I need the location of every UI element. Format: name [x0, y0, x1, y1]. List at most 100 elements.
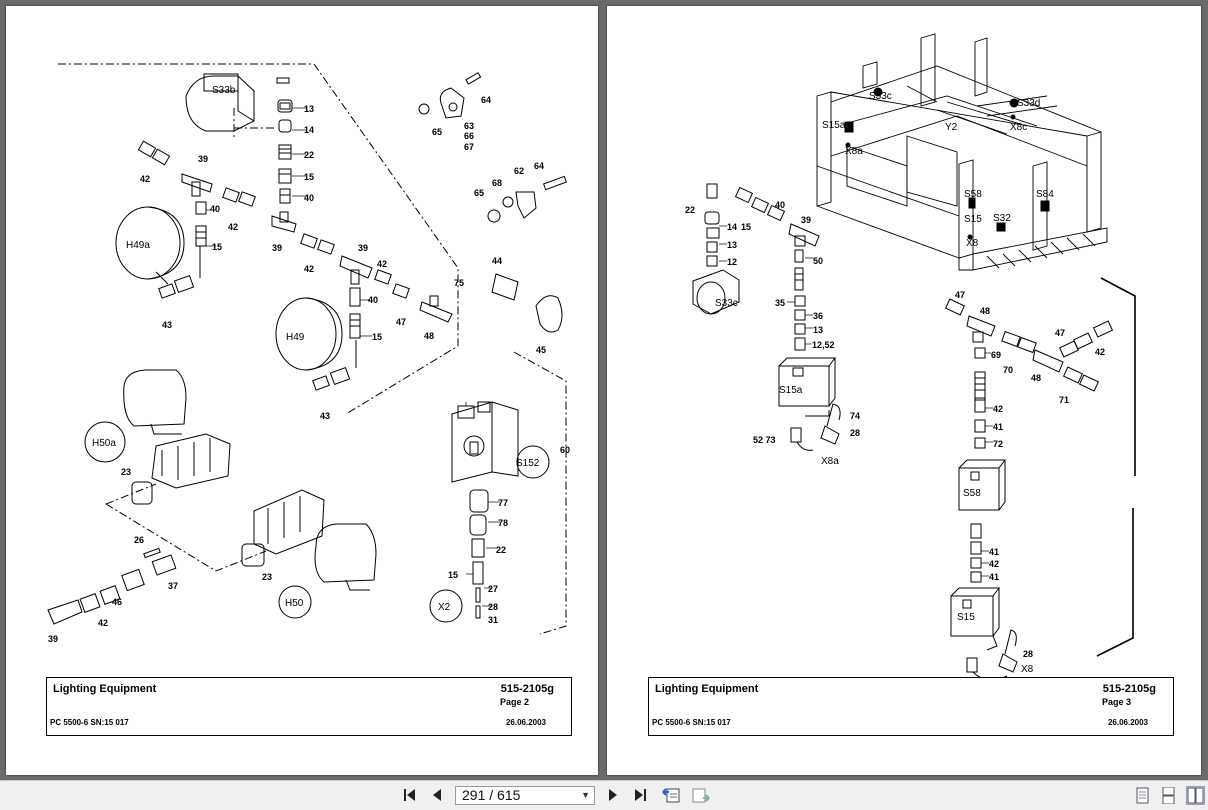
label-x8a: X8a: [821, 456, 839, 467]
label-27: 27: [488, 584, 498, 594]
label-28: 28: [1023, 649, 1033, 659]
label-40: 40: [210, 204, 220, 214]
single-page-view-icon[interactable]: [1134, 787, 1151, 804]
label-22: 22: [685, 205, 695, 215]
label-48: 48: [980, 306, 990, 316]
label-23: 23: [121, 467, 131, 477]
document-viewport[interactable]: S33b 13 14 22 15 40 64 65 63 66 67 42 39…: [0, 0, 1208, 780]
label-28: 28: [488, 602, 498, 612]
label-47: 47: [955, 290, 965, 300]
label-42: 42: [377, 259, 387, 269]
label-23: 23: [262, 572, 272, 582]
label-74: 74: [850, 411, 860, 421]
label-15: 15: [212, 242, 222, 252]
label-22: 22: [304, 150, 314, 160]
label-x8: X8: [1021, 664, 1034, 675]
label-48: 48: [424, 331, 434, 341]
label-42: 42: [304, 264, 314, 274]
drawing-code: 515-2105g: [1102, 683, 1156, 695]
label-64: 64: [481, 95, 491, 105]
label-50: 50: [813, 256, 823, 266]
label-39: 39: [198, 154, 208, 164]
label-47: 47: [1055, 328, 1065, 338]
label-65: 65: [432, 127, 442, 137]
document-page-2: S33b 13 14 22 15 40 64 65 63 66 67 42 39…: [6, 6, 598, 775]
next-page-icon[interactable]: [604, 785, 622, 805]
label-s84: S84: [1036, 189, 1054, 200]
drawing-date: 26.06.2003: [1107, 718, 1148, 727]
page-number: Page 3: [1102, 697, 1132, 707]
label-13: 13: [304, 104, 314, 114]
label-39: 39: [801, 215, 811, 225]
document-page-3: S33c S33d X8c S15a X8a Y2 S58 S15 S32 X8…: [607, 6, 1201, 775]
label-s58-top: S58: [964, 189, 982, 200]
chevron-down-icon: ▼: [581, 790, 590, 800]
title-block: Lighting Equipment PC 5500-6 SN:15 017 5…: [648, 677, 1174, 736]
drawing-title: Lighting Equipment: [53, 683, 157, 695]
label-s33c: S33c: [869, 91, 892, 102]
label-36: 36: [813, 311, 823, 321]
label-x2: X2: [438, 602, 451, 613]
label-39: 39: [48, 634, 58, 644]
label-h49: H49: [286, 332, 305, 343]
label-41: 41: [989, 547, 999, 557]
page-number-select[interactable]: 291 / 615 ▼: [455, 786, 595, 805]
previous-page-icon[interactable]: [428, 785, 446, 805]
label-35: 35: [775, 298, 785, 308]
label-y2: Y2: [945, 122, 958, 133]
label-40: 40: [775, 200, 785, 210]
label-42: 42: [140, 174, 150, 184]
page-number: Page 2: [500, 697, 530, 707]
label-s58: S58: [963, 488, 981, 499]
label-42: 42: [1095, 347, 1105, 357]
label-14: 14: [727, 222, 737, 232]
label-13: 13: [813, 325, 823, 335]
label-62: 62: [514, 166, 524, 176]
label-26: 26: [134, 535, 144, 545]
label-42: 42: [989, 559, 999, 569]
label-52-73: 52 73: [753, 435, 776, 445]
label-s33b: S33b: [212, 85, 236, 96]
label-15: 15: [448, 570, 458, 580]
label-39: 39: [358, 243, 368, 253]
label-72: 72: [993, 439, 1003, 449]
label-x8a-top: X8a: [845, 146, 863, 157]
label-41: 41: [989, 572, 999, 582]
label-15: 15: [304, 172, 314, 182]
label-s32: S32: [993, 213, 1011, 224]
label-42: 42: [98, 618, 108, 628]
last-page-icon[interactable]: [630, 785, 650, 805]
label-42: 42: [228, 222, 238, 232]
label-h50: H50: [285, 598, 304, 609]
label-75: 75: [454, 278, 464, 288]
machine-model: PC 5500-6 SN:15 017: [50, 718, 129, 727]
continuous-page-view-icon[interactable]: [1160, 786, 1177, 805]
label-s152: S152: [516, 458, 540, 469]
label-42: 42: [993, 404, 1003, 414]
go-forward-view-icon[interactable]: [690, 785, 712, 805]
label-60: 60: [560, 445, 570, 455]
label-s15-top: S15: [964, 214, 982, 225]
title-block: Lighting Equipment PC 5500-6 SN:15 017 5…: [46, 677, 572, 736]
label-15: 15: [372, 332, 382, 342]
page-indicator: 291 / 615: [462, 787, 521, 803]
drawing-date: 26.06.2003: [505, 718, 546, 727]
label-64: 64: [534, 161, 544, 171]
label-47: 47: [396, 317, 406, 327]
label-37: 37: [168, 581, 178, 591]
machine-model: PC 5500-6 SN:15 017: [652, 718, 731, 727]
go-back-view-icon[interactable]: [660, 785, 682, 805]
label-65: 65: [474, 188, 484, 198]
facing-pages-view-icon[interactable]: [1186, 786, 1205, 805]
label-66: 66: [464, 131, 474, 141]
parts-diagram-left: S33b 13 14 22 15 40 64 65 63 66 67 42 39…: [47, 63, 570, 644]
label-s33c-switch: S33c: [715, 298, 738, 309]
drawing-title: Lighting Equipment: [655, 683, 759, 695]
label-69: 69: [991, 350, 1001, 360]
label-68: 68: [492, 178, 502, 188]
first-page-icon[interactable]: [400, 785, 420, 805]
label-43: 43: [320, 411, 330, 421]
drawing-code: 515-2105g: [500, 683, 554, 695]
label-63: 63: [464, 121, 474, 131]
label-s15a: S15a: [779, 385, 803, 396]
